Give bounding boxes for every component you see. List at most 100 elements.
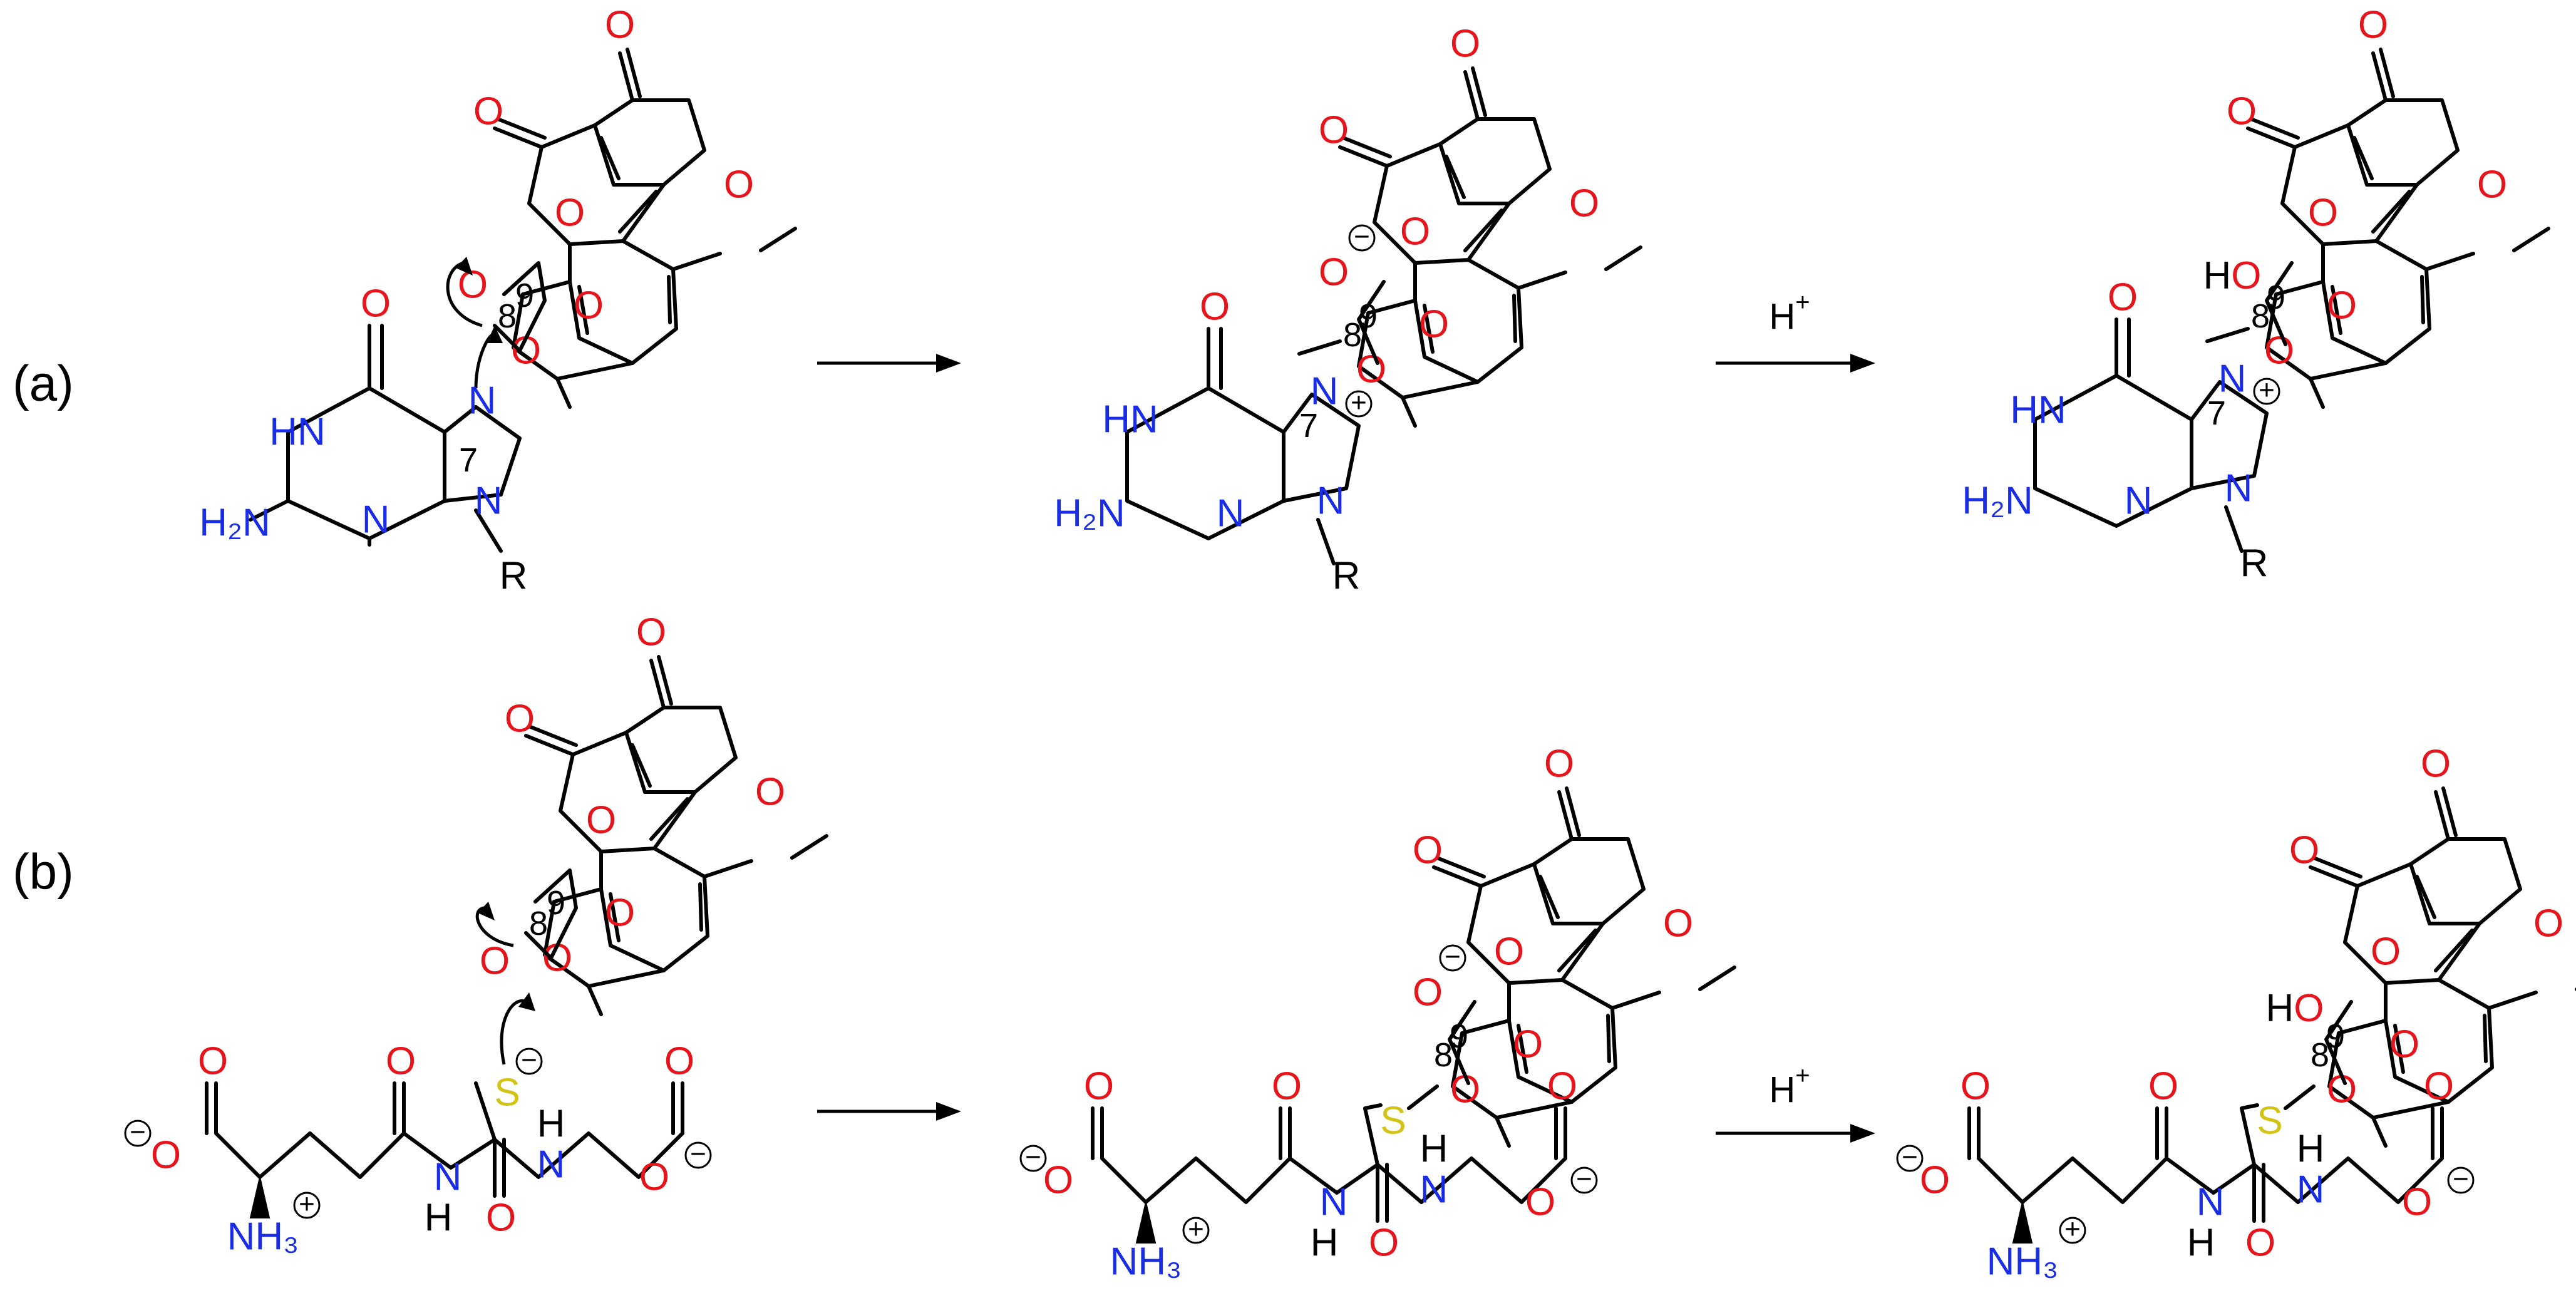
guanine-r-group: R	[2240, 542, 2269, 585]
furan-oxygen-2: O	[1356, 348, 1386, 391]
gly-carboxylate-oxygen-minus: O	[1525, 1181, 1555, 1224]
guanine-n3: N	[362, 498, 390, 542]
guanine-c6-oxygen: O	[2108, 276, 2138, 319]
position-8-label: 8	[498, 297, 517, 335]
guanine-n3: N	[2125, 480, 2153, 523]
position-9-label: 9	[547, 884, 565, 922]
glu-minus-charge: −	[1025, 1142, 1041, 1173]
a-epoxide-structure: O O O O O O O 9 8 O HN N 7 N N H₂N R	[199, 4, 795, 598]
ammonium-plus-charge: +	[1188, 1214, 1204, 1245]
gly-carboxylate-oxygen: O	[664, 1040, 694, 1083]
glu-carboxylate-oxygen-minus: O	[1043, 1159, 1073, 1202]
gly-minus-charge: −	[2453, 1164, 2469, 1195]
reaction-arrow-a1	[817, 354, 961, 373]
ammonium-plus-charge: +	[299, 1189, 315, 1220]
alkoxide-oxygen: O	[1413, 971, 1443, 1014]
n7-plus-charge: +	[2259, 375, 2275, 406]
thioether-sulfur: S	[1380, 1099, 1406, 1143]
furan-oxygen-1: O	[1513, 1023, 1543, 1066]
guanine-amino: H₂N	[199, 502, 270, 545]
thiolate-minus-charge: −	[521, 1045, 537, 1076]
methoxy-oxygen: O	[1663, 902, 1693, 945]
position-9-label: 9	[2326, 1017, 2345, 1055]
guanine-n9: N	[1317, 480, 1345, 523]
reaction-arrow-a2: H+	[1716, 289, 1875, 373]
methoxy-oxygen: O	[724, 163, 754, 207]
ammonium-group: NH₃	[1987, 1240, 2059, 1284]
amide-oxygen-2: O	[2245, 1222, 2275, 1265]
alkoxide-minus-charge: −	[1354, 222, 1370, 252]
furan-oxygen-1: O	[605, 892, 635, 935]
position-7-label: 7	[2207, 394, 2226, 432]
amide-h-2: H	[1420, 1128, 1448, 1171]
curly-arrow-thiolate-attack	[500, 999, 527, 1065]
position-9-label: 9	[515, 277, 534, 314]
lactone-ring-oxygen: O	[586, 799, 616, 842]
methoxy-oxygen: O	[2477, 163, 2507, 207]
amide-oxygen-1: O	[386, 1040, 416, 1083]
position-8-label: 8	[2311, 1036, 2329, 1074]
guanine-c6-oxygen: O	[1200, 286, 1230, 329]
proton-reagent-label: H+	[1769, 289, 1810, 337]
gly-carboxylate-oxygen: O	[2424, 1065, 2454, 1108]
position-9-label: 9	[1450, 1017, 1468, 1055]
furan-oxygen-1: O	[2327, 284, 2357, 327]
amide-nh-1: N	[2197, 1181, 2225, 1224]
glu-carboxylate-oxygen-minus: O	[1920, 1159, 1950, 1202]
methoxy-oxygen: O	[2533, 902, 2563, 945]
glu-carboxylate-oxygen-minus: O	[151, 1134, 181, 1177]
b-alkoxide-conjugate: O O O O O O O − 9 8 S O O − NH₃ + O N	[1019, 743, 1734, 1284]
gly-minus-charge: −	[1576, 1164, 1592, 1195]
lactone-ring-oxygen: O	[2308, 192, 2338, 235]
lactone-ring-oxygen: O	[1494, 930, 1524, 974]
gly-carboxylate-oxygen: O	[1547, 1065, 1577, 1108]
guanine-n1h: HN	[2010, 389, 2066, 432]
a-alkoxide-adduct: O O O O O O O − 9 8 O HN N + 7 N N H₂N R	[1054, 23, 1641, 598]
lactone-carbonyl-oxygen: O	[505, 698, 535, 741]
ketone-oxygen: O	[2358, 4, 2388, 47]
furan-oxygen-1: O	[574, 284, 604, 327]
amide-oxygen-1: O	[2148, 1065, 2178, 1108]
amide-oxygen-2: O	[1369, 1222, 1399, 1265]
ketone-oxygen: O	[1544, 743, 1574, 786]
panel-label-a: (a)	[13, 356, 74, 411]
amide-oxygen-2: O	[486, 1197, 516, 1240]
guanine-n9: N	[475, 480, 503, 523]
hydroxyl-group: HO	[2265, 987, 2324, 1030]
lactone-carbonyl-oxygen: O	[473, 90, 503, 133]
gly-carboxylate-oxygen-minus: O	[639, 1156, 669, 1199]
ketone-oxygen: O	[1450, 23, 1480, 66]
amide-nh-1: N	[1320, 1181, 1348, 1224]
position-8-label: 8	[529, 905, 548, 942]
guanine-n7: N	[2218, 358, 2247, 401]
proton-reagent-label: H+	[1769, 1062, 1810, 1110]
reaction-arrow-b2: H+	[1716, 1062, 1875, 1143]
furan-oxygen-1: O	[1419, 303, 1449, 346]
guanine-r-group: R	[1332, 555, 1361, 598]
amide-nh-2: N	[2297, 1168, 2325, 1212]
guanine-c6-oxygen: O	[361, 282, 391, 326]
thioether-sulfur: S	[2257, 1099, 2282, 1143]
lactone-carbonyl-oxygen: O	[1319, 109, 1349, 152]
gly-carboxylate-oxygen-minus: O	[2402, 1181, 2432, 1224]
guanine-n1h: HN	[269, 411, 326, 454]
furan-oxygen-2: O	[2264, 329, 2294, 373]
curly-arrow-epoxide-opening	[446, 261, 483, 327]
position-8-label: 8	[1343, 316, 1362, 354]
amide-nh-1: N	[434, 1156, 462, 1199]
position-8-label: 8	[2251, 297, 2270, 335]
guanine-n3: N	[1217, 492, 1245, 535]
curly-arrow-epoxide-opening	[475, 906, 514, 947]
epoxide-oxygen: O	[480, 940, 510, 983]
glu-carboxylate-oxygen: O	[198, 1040, 228, 1083]
b-hydroxy-conjugate: O O O O O O HO 9 8 S O O − NH₃ + O N H O	[1896, 743, 2576, 1284]
lactone-ring-oxygen: O	[2371, 930, 2401, 974]
amide-h-1: H	[425, 1197, 453, 1240]
panel-label-b: (b)	[13, 844, 74, 900]
guanine-r-group: R	[500, 555, 528, 598]
methoxy-oxygen: O	[1569, 182, 1599, 225]
lactone-carbonyl-oxygen: O	[1413, 829, 1443, 872]
glu-minus-charge: −	[130, 1117, 146, 1148]
methoxy-oxygen: O	[755, 771, 785, 814]
